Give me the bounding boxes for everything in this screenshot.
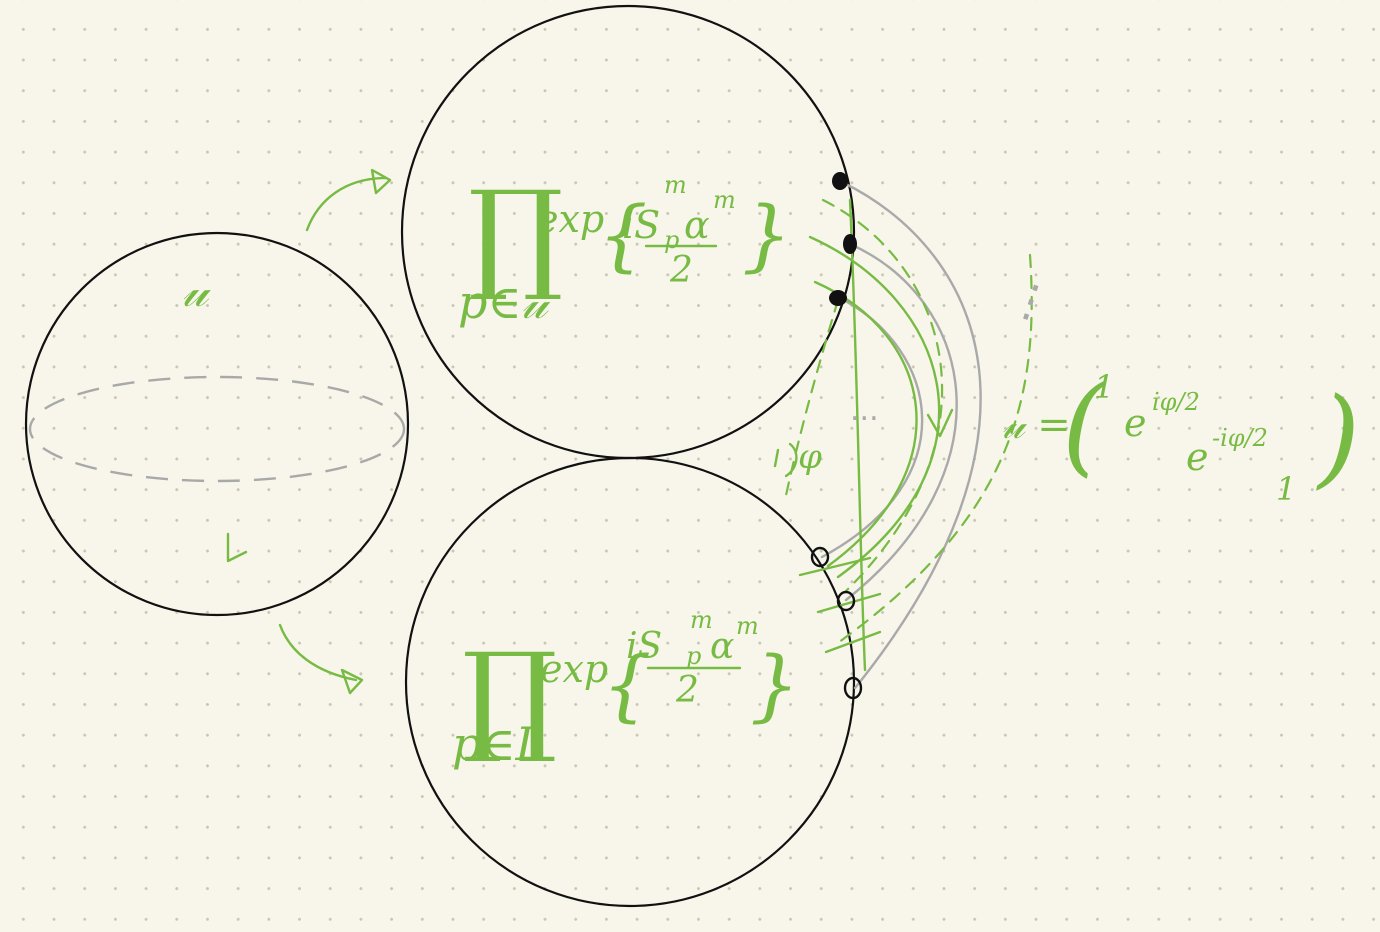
bottom-alpha: α [710,626,734,667]
u-matrix-rparen: ) [1316,375,1360,500]
top-formula: ∏ exp { iS p m α m 2 } p∈𝓊 [458,166,792,329]
green-tick-marks [798,556,882,654]
top-num-sup: m [664,171,687,199]
bottom-points [810,546,863,700]
green-arc-inner [813,280,918,568]
u-matrix-a21-sup: -iφ/2 [1212,424,1268,452]
left-sphere-equator [28,375,406,483]
bottom-point-3 [843,676,863,700]
bottom-point-2 [836,590,856,612]
u-matrix-lparen: ( [1062,363,1107,488]
u-matrix-lhs: 𝓊 = [1002,402,1071,448]
top-point-2 [843,234,857,254]
u-matrix-a21: e [1186,435,1209,479]
arrow-to-bottom-head [340,668,364,695]
green-arcs [783,198,1033,672]
bottom-prod: ∏ [462,628,558,767]
phi-angle-mark [773,442,798,478]
top-rbrace: } [742,191,792,281]
bottom-alpha-sup: m [736,612,759,640]
left-sphere-outline [24,231,410,617]
u-matrix-a12-sup: iφ/2 [1152,388,1200,416]
u-matrix-a11: 1 [1094,368,1114,406]
bottom-point-1 [810,546,830,568]
arrow-to-top-head [370,168,392,195]
label-set-u: 𝓊 [182,263,211,317]
u-matrix-a12: e [1124,401,1147,445]
grey-arc-outer [840,180,982,690]
bottom-exp: exp [540,647,608,691]
bottom-sphere-outline [404,456,856,908]
top-alpha-sup: m [713,186,736,214]
green-arc-outer [808,235,941,579]
top-exp: exp [536,197,604,241]
top-numerator: iS [622,203,660,247]
grey-arcs [820,180,982,690]
top-point-1 [832,172,848,190]
green-arc-dashed-outer [821,198,944,594]
top-point-3 [829,290,847,306]
grey-arc-middle [844,242,958,602]
dots-middle: ... [850,393,879,428]
top-index: p∈𝓊 [458,275,550,329]
green-arc-arrowhead [926,408,954,438]
green-arc-dashed-far [833,253,1033,647]
bottom-num-sub: p [686,642,701,670]
bottom-lbrace: { [602,641,652,731]
left-sphere [24,231,410,617]
bottom-num-sup: m [690,606,713,634]
bottom-index: p∈L [452,717,546,771]
bottom-denominator: 2 [675,670,699,711]
top-points [829,172,857,306]
top-lbrace: { [598,191,648,281]
u-matrix-a22: 1 [1276,470,1296,508]
top-prod: ∏ [468,166,564,305]
bottom-formula: ∏ exp { iS p m α m 2 } p∈L [452,606,800,771]
bottom-numerator: iS [626,626,662,667]
phi-guide-line [783,298,840,502]
top-denominator: 2 [669,250,693,291]
bottom-rbrace: } [750,641,800,731]
label-set-l-mark [226,532,248,563]
top-alpha: α [684,203,710,247]
label-phi: φ [798,437,822,477]
u-matrix: 𝓊 = ( 1 e iφ/2 e -iφ/2 1 ) [1002,363,1360,508]
dots-vertical: ⋮ [1002,270,1060,332]
green-cross-line-top [848,198,867,672]
